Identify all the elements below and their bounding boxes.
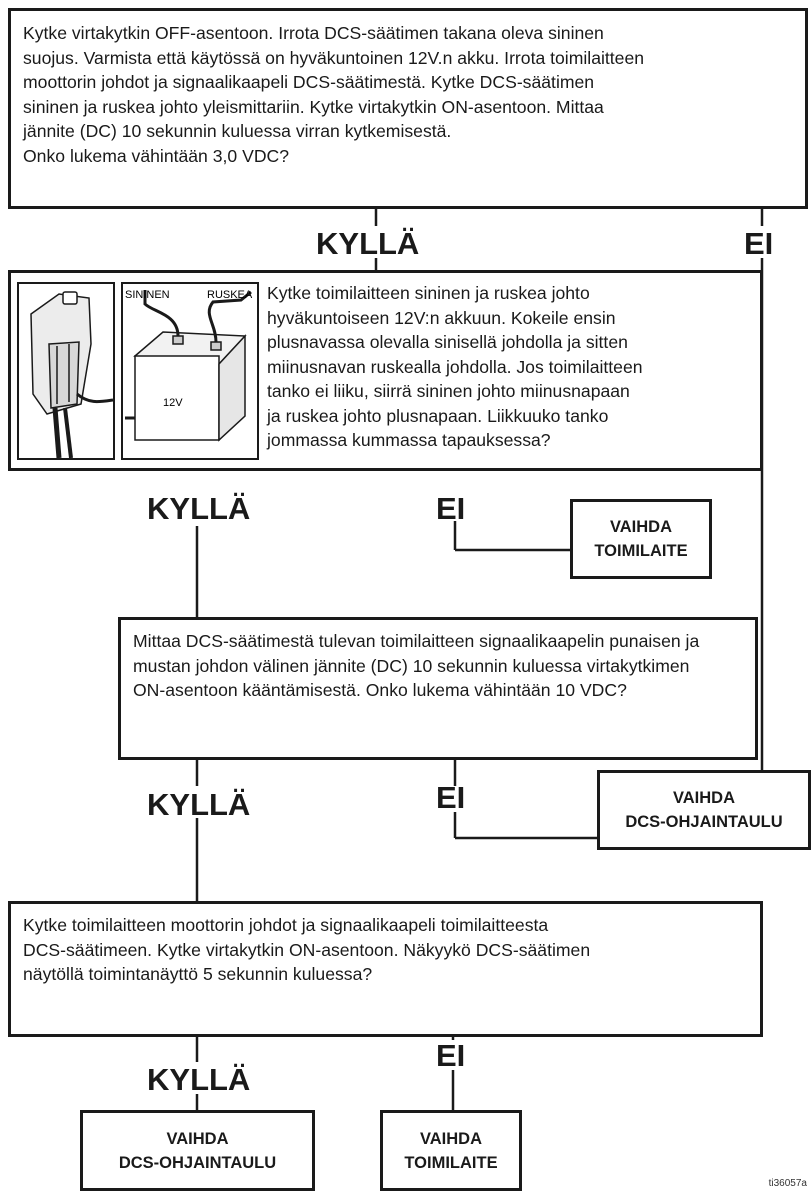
step2-question-box: SININEN RUSKEA 12V Kytke toimilaitteen s… <box>8 270 763 471</box>
action-replace-board-2: VAIHDA DCS-OHJAINTAULU <box>80 1110 315 1191</box>
step2-no-label: EI <box>436 491 466 526</box>
step3-text: Mittaa DCS-säätimestä tulevan toimilaitt… <box>133 631 700 700</box>
step3-no-label: EI <box>436 780 466 815</box>
step4-yes-label: KYLLÄ <box>147 1062 251 1097</box>
figure-label-brown: RUSKEA <box>207 289 253 301</box>
step4-text: Kytke toimilaitteen moottorin johdot ja … <box>23 915 591 984</box>
action-replace-board-1: VAIHDA DCS-OHJAINTAULU <box>597 770 811 850</box>
step1-text: Kytke virtakytkin OFF-asentoon. Irrota D… <box>23 23 645 166</box>
figure-label-blue: SININEN <box>125 289 170 301</box>
figure-battery-label: 12V <box>163 397 183 409</box>
step1-no-label: EI <box>744 226 774 261</box>
step4-no-label: EI <box>436 1038 466 1073</box>
action-replace-actuator-2: VAIHDA TOIMILAITE <box>380 1110 522 1191</box>
step1-question-box: Kytke virtakytkin OFF-asentoon. Irrota D… <box>8 8 808 209</box>
action-replace-actuator-1: VAIHDA TOIMILAITE <box>570 499 712 579</box>
step4-question-box: Kytke toimilaitteen moottorin johdot ja … <box>8 901 763 1037</box>
step3-question-box: Mittaa DCS-säätimestä tulevan toimilaitt… <box>118 617 758 760</box>
figure-reference-code: ti36057a <box>768 1178 807 1189</box>
step2-yes-label: KYLLÄ <box>147 491 251 526</box>
battery-illustration: SININEN RUSKEA 12V <box>121 282 259 460</box>
step2-text: Kytke toimilaitteen sininen ja ruskea jo… <box>267 283 643 450</box>
actuator-illustration <box>17 282 115 460</box>
step3-yes-label: KYLLÄ <box>147 787 251 822</box>
step1-yes-label: KYLLÄ <box>316 226 420 261</box>
